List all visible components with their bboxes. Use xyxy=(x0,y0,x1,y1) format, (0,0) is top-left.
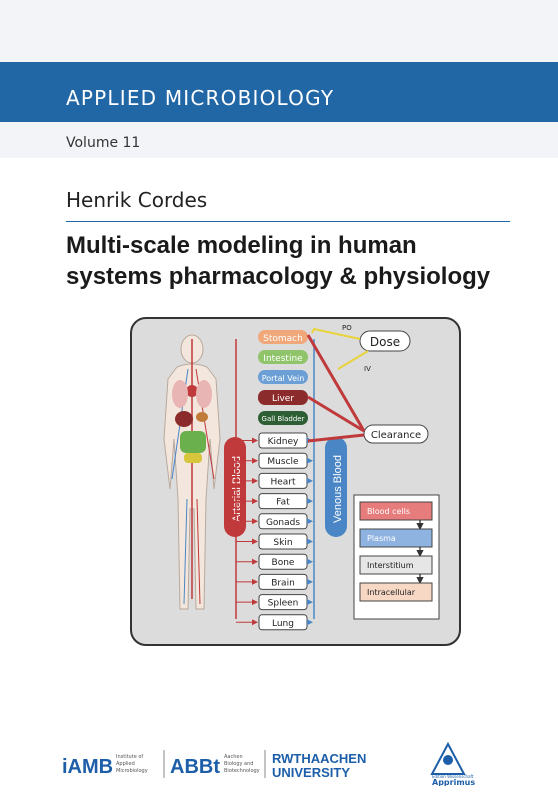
node-liver: Liver xyxy=(272,394,294,404)
organ-list: KidneyMuscleHeartFatGonadsSkinBoneBrainS… xyxy=(236,432,313,631)
organ-label-kidney: Kidney xyxy=(268,437,299,447)
iv-arrow xyxy=(337,350,369,370)
abbt-sub-2: Biology and xyxy=(224,761,253,767)
pbpk-diagram: Arterial Blood Venous Blood Stomach Inte… xyxy=(163,324,440,631)
author-name: Henrik Cordes xyxy=(66,188,208,212)
node-stomach: Stomach xyxy=(263,334,303,344)
clearance-box xyxy=(363,424,429,444)
arterial-blood-bar xyxy=(224,437,246,537)
abbt-sub-1: Aachen xyxy=(224,754,243,760)
pbpk-figure: Arterial Blood Venous Blood Stomach Inte… xyxy=(130,317,461,646)
compartment-interstitium xyxy=(359,555,433,575)
compartment-label: Intracellular xyxy=(367,588,416,597)
top-band xyxy=(0,0,558,62)
abbt-sub-3: Biotechnology xyxy=(224,768,260,774)
organ-label-skin: Skin xyxy=(273,538,292,548)
compartment-blood-cells xyxy=(359,501,433,521)
arterial-label: Arterial Blood xyxy=(231,456,243,522)
compartment-plasma xyxy=(359,528,433,548)
iamb-sub-3: Microbiology xyxy=(116,768,148,774)
node-portal-vein: Portal Vein xyxy=(262,374,305,383)
human-body-illustration xyxy=(163,334,221,610)
organ-label-muscle: Muscle xyxy=(267,457,299,467)
rwth-logo-line-2: UNIVERSITY xyxy=(272,765,350,780)
compartment-label: Plasma xyxy=(367,534,396,543)
venous-blood-bar xyxy=(325,437,347,537)
organ-label-bone: Bone xyxy=(272,558,295,568)
iamb-sub-1: Institute of xyxy=(116,754,143,760)
volume-band xyxy=(0,122,558,158)
clearance-label: Clearance xyxy=(371,430,421,441)
node-intestine: Intestine xyxy=(263,354,303,364)
rwth-logo-line-1: RWTHAACHEN xyxy=(272,751,366,766)
clearance-arrow-liver xyxy=(307,395,365,433)
book-title-line-2: systems pharmacology & physiology xyxy=(66,263,491,290)
clearance-arrow-kidney xyxy=(307,433,365,443)
organ-label-fat: Fat xyxy=(276,498,290,508)
clearance-arrow-stomach xyxy=(306,334,366,432)
dose-box xyxy=(359,330,411,352)
organ-label-lung: Lung xyxy=(272,619,294,629)
iamb-sub-2: Applied xyxy=(116,761,135,767)
publisher-line-1: Edition Wissenschaft xyxy=(432,774,474,779)
series-title: APPLIED MICROBIOLOGY xyxy=(66,86,335,110)
compartment-intracellular xyxy=(359,582,433,602)
dose-label: Dose xyxy=(370,335,400,349)
po-arrow xyxy=(311,327,361,340)
compartment-label: Blood cells xyxy=(367,507,410,516)
po-label: PO xyxy=(342,324,352,332)
compartment-label: Interstitium xyxy=(367,561,414,570)
volume-label: Volume 11 xyxy=(66,135,141,151)
publisher-line-2: Apprimus xyxy=(432,778,475,786)
organ-label-heart: Heart xyxy=(270,477,296,487)
book-title-line-1: Multi-scale modeling in human xyxy=(66,232,417,259)
title-rule xyxy=(66,221,510,222)
organ-label-spleen: Spleen xyxy=(268,599,299,609)
iv-label: IV xyxy=(364,365,371,373)
series-banner xyxy=(0,62,558,122)
abbt-logo: ABBt xyxy=(170,756,220,778)
node-gall-bladder: Gall Bladder xyxy=(262,415,305,423)
book-title: Multi-scale modeling in human systems ph… xyxy=(66,230,536,292)
venous-label: Venous Blood xyxy=(332,455,344,523)
gi-nodes: Stomach Intestine Portal Vein Liver Gall… xyxy=(258,330,308,425)
logo-bar: iAMB Institute of Applied Microbiology A… xyxy=(60,740,530,787)
organ-label-brain: Brain xyxy=(271,578,295,588)
compartment-list: Blood cellsPlasmaInterstitiumIntracellul… xyxy=(359,501,433,602)
iamb-logo: iAMB xyxy=(62,756,113,778)
apprimus-logo xyxy=(430,741,466,775)
organ-label-gonads: Gonads xyxy=(266,518,300,528)
